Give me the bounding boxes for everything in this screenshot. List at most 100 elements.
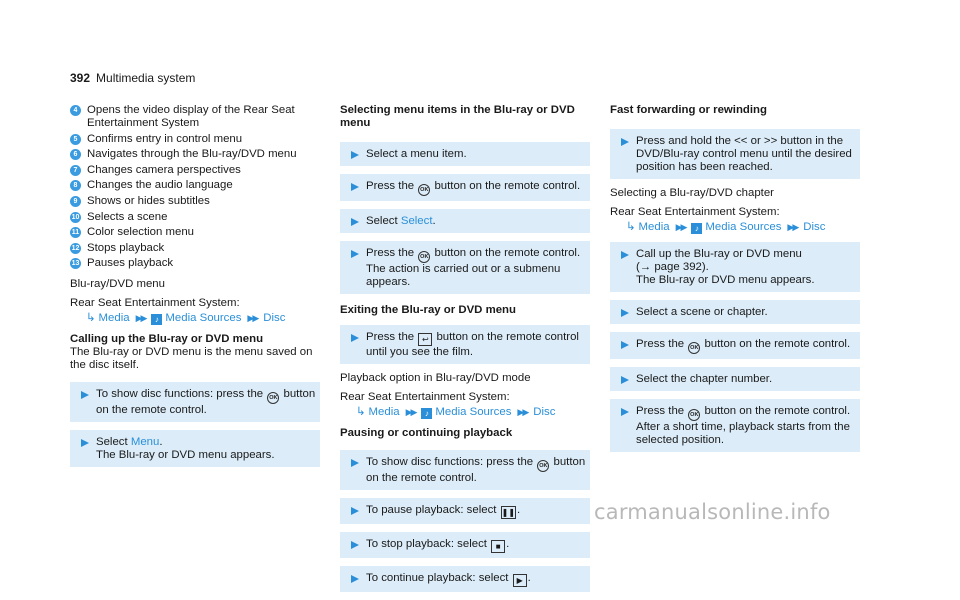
number-badge: 13	[70, 258, 81, 270]
ok-button-icon: OK	[688, 342, 701, 354]
step-arrow-icon	[351, 459, 359, 467]
number-badge: 4	[70, 105, 81, 116]
path-disc-link[interactable]: Disc	[263, 312, 286, 325]
instruction-step: Press the OK button on the remote contro…	[610, 332, 860, 359]
path-media-link[interactable]: Media	[638, 221, 670, 233]
step-arrow-icon	[351, 218, 359, 226]
number-badge: 7	[70, 164, 81, 176]
step-arrow-icon	[351, 507, 359, 515]
play-icon: ▶	[512, 574, 527, 587]
instruction-step: Press the ↩ button on the remote control…	[340, 325, 590, 364]
path-arrow-icon: ↳	[86, 312, 96, 325]
menu-link[interactable]: Menu	[130, 436, 160, 449]
step-arrow-icon	[621, 309, 629, 317]
number-badge: 11	[70, 227, 81, 239]
instruction-step: Select Menu.The Blu-ray or DVD menu appe…	[70, 430, 320, 468]
instruction-step: Press the OK button on the remote contro…	[610, 399, 860, 452]
menu-path: ↳Media▶▶♪Media Sources▶▶Disc	[70, 312, 320, 326]
instruction-step: To show disc functions: press the OK but…	[70, 382, 320, 423]
ok-button-icon: OK	[537, 460, 550, 472]
watermark: carmanualsonline.info	[594, 500, 831, 524]
step-arrow-icon	[351, 334, 359, 342]
number-badge: 9	[70, 195, 81, 207]
rse-label: Rear Seat Entertainment System:	[70, 297, 240, 310]
menu-path: ↳Media▶▶♪Media Sources▶▶Disc	[610, 221, 860, 234]
path-media-link[interactable]: Media	[368, 406, 400, 418]
music-icon: ♪	[421, 408, 433, 419]
ok-button-icon: OK	[267, 392, 280, 405]
step-arrow-icon	[351, 183, 359, 191]
step-arrow-icon	[81, 439, 89, 448]
step-arrow-icon	[621, 376, 629, 384]
path-sources-link[interactable]: Media Sources	[435, 406, 512, 418]
path-arrow-icon: ↳	[356, 406, 366, 418]
page-number: 392	[70, 71, 91, 85]
path-disc-link[interactable]: Disc	[803, 221, 826, 233]
number-badge: 12	[70, 242, 81, 254]
instruction-step: To continue playback: select ▶.	[340, 566, 590, 592]
step-arrow-icon	[621, 251, 629, 259]
step-arrow-icon	[351, 250, 359, 258]
path-chevron-icon: ▶▶	[787, 222, 799, 232]
number-badge: 6	[70, 149, 81, 161]
number-badge: 10	[70, 211, 81, 223]
instruction-step: Select the chapter number.	[610, 367, 860, 391]
section-text: The Blu-ray or DVD menu is the menu save…	[70, 346, 313, 372]
music-icon: ♪	[151, 314, 163, 326]
instruction-step: Select a scene or chapter.	[610, 300, 860, 324]
rse-label: Rear Seat Entertainment System:	[340, 391, 510, 403]
menu-path: ↳Media▶▶♪Media Sources▶▶Disc	[340, 406, 590, 419]
rse-label: Rear Seat Entertainment System:	[610, 206, 780, 218]
section-heading: Selecting menu items in the Blu-ray or D…	[340, 104, 575, 129]
step-arrow-icon	[351, 541, 359, 549]
menu-label: Blu-ray/DVD menu	[70, 278, 165, 291]
instruction-step: Select a menu item.	[340, 142, 590, 166]
step-arrow-icon	[351, 151, 359, 159]
path-sources-link[interactable]: Media Sources	[705, 221, 782, 233]
number-badge: 8	[70, 180, 81, 192]
back-button-icon: ↩	[418, 333, 433, 346]
select-link[interactable]: Select	[400, 215, 433, 227]
section-heading: Exiting the Blu-ray or DVD menu	[340, 304, 516, 316]
column-2: Selecting menu items in the Blu-ray or D…	[340, 104, 590, 600]
step-arrow-icon	[351, 575, 359, 583]
pause-icon: ❚❚	[500, 506, 517, 519]
step-arrow-icon	[621, 138, 629, 146]
instruction-step: Call up the Blu-ray or DVD menu(→ page 3…	[610, 242, 860, 292]
path-disc-link[interactable]: Disc	[533, 406, 556, 418]
ok-button-icon: OK	[418, 184, 431, 196]
instruction-step: Press the OK button on the remote contro…	[340, 241, 590, 294]
path-sources-link[interactable]: Media Sources	[165, 312, 242, 325]
path-arrow-icon: ↳	[626, 221, 636, 233]
chapter-label: Selecting a Blu-ray/DVD chapter	[610, 187, 774, 199]
music-icon: ♪	[691, 223, 703, 234]
instruction-step: To show disc functions: press the OK but…	[340, 450, 590, 490]
instruction-step: Press the OK button on the remote contro…	[340, 174, 590, 201]
section-heading: Fast forwarding or rewinding	[610, 104, 767, 116]
instruction-step: Select Select.	[340, 209, 590, 233]
path-chevron-icon: ▶▶	[517, 407, 529, 417]
path-chevron-icon: ▶▶	[675, 222, 688, 232]
instruction-step: To pause playback: select ❚❚.	[340, 498, 590, 524]
stop-icon: ■	[491, 540, 506, 553]
instruction-step: Press and hold the << or >> button in th…	[610, 129, 860, 179]
step-arrow-icon	[81, 391, 89, 400]
page-section-title: Multimedia system	[96, 71, 196, 85]
ok-button-icon: OK	[688, 409, 701, 421]
page-header: 392 Multimedia system	[70, 72, 195, 85]
column-3: Fast forwarding or rewinding Press and h…	[610, 104, 860, 460]
instruction-step: To stop playback: select ■.	[340, 532, 590, 558]
path-media-link[interactable]: Media	[98, 312, 130, 325]
